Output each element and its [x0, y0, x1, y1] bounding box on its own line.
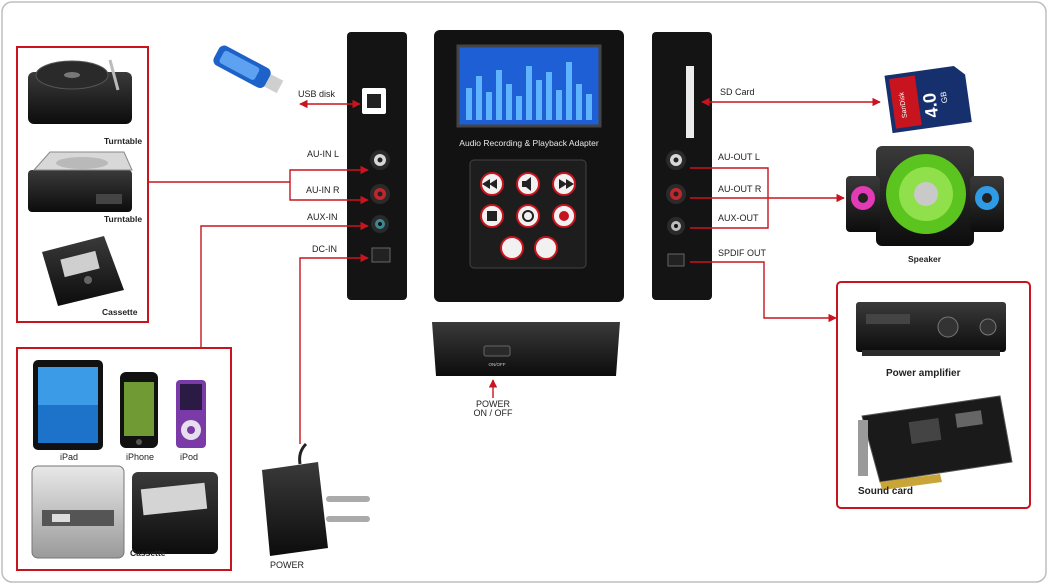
aux-out-link — [690, 198, 769, 229]
speaker-label: Speaker — [908, 254, 942, 264]
device-title: Audio Recording & Playback Adapter — [459, 138, 599, 148]
output-side-panel — [652, 32, 712, 300]
aux-in-link — [200, 221, 369, 348]
usb-disk-label: USB disk — [298, 89, 336, 99]
keypad-button-repeat[interactable] — [516, 204, 540, 228]
keypad-button-forward[interactable] — [552, 172, 576, 196]
power-on-off-label-2: ON / OFF — [474, 408, 513, 418]
portable-sources-frame — [16, 347, 232, 571]
ipod-icon — [176, 380, 206, 448]
iphone-icon — [120, 372, 158, 448]
au-in-r-link — [289, 182, 369, 205]
analog-sources-frame — [16, 46, 149, 323]
keypad-button-record[interactable] — [552, 204, 576, 228]
turntable-2-label: Turntable — [104, 214, 142, 224]
input-side-panel — [347, 32, 407, 300]
spdif-out-label: SPDIF OUT — [718, 248, 767, 258]
recorder-main-unit — [434, 30, 624, 302]
keypad-button-menu[interactable] — [534, 236, 558, 260]
au-in-r-label: AU-IN R — [306, 185, 340, 195]
turntable-1-label: Turntable — [104, 136, 142, 146]
cassette-1-label: Cassette — [102, 307, 138, 317]
aux-in-label: AUX-IN — [307, 212, 338, 222]
sd-card-icon — [884, 65, 972, 134]
sound-card-label: Sound card — [858, 486, 913, 497]
power-on-off-label-1: POWER — [476, 399, 511, 409]
sound-card-icon — [858, 395, 1013, 490]
keypad-button-mode[interactable] — [500, 236, 524, 260]
cassette-2-label: Cassette — [130, 548, 166, 558]
dc-in-label: DC-IN — [312, 244, 337, 254]
power-amplifier-label: Power amplifier — [886, 368, 961, 379]
ipod-label: iPod — [180, 452, 198, 462]
keypad-button-stop[interactable] — [480, 204, 504, 228]
digital-outputs-frame — [836, 281, 1031, 509]
sd-card-brand: SanDisk — [898, 91, 909, 118]
power-amplifier-icon — [856, 302, 1006, 356]
sd-card-unit: GB — [939, 91, 950, 104]
equalizer-bars — [466, 62, 592, 120]
keypad-button-volume[interactable] — [516, 172, 540, 196]
au-out-r-label: AU-OUT R — [718, 184, 762, 194]
usb-stick-icon — [213, 45, 284, 94]
au-out-l-label: AU-OUT L — [718, 152, 760, 162]
au-out-l-link — [690, 167, 769, 198]
dc-in-link — [299, 253, 369, 444]
keypad-button-rewind[interactable] — [480, 172, 504, 196]
cassette-player-2-icon — [31, 465, 218, 559]
cassette-player-1-icon — [42, 236, 124, 306]
sd-card-capacity: 4.0 — [919, 92, 942, 120]
ipad-label: iPad — [60, 452, 78, 462]
spdif-out-link — [690, 261, 837, 323]
ipad-icon — [33, 360, 103, 450]
speaker-icon — [846, 146, 1004, 246]
power-switch-mark: ON/OFF — [489, 362, 506, 367]
aux-out-label: AUX-OUT — [718, 213, 759, 223]
sd-card-label: SD Card — [720, 87, 755, 97]
power-adapter-label: POWER — [270, 560, 305, 570]
power-adapter-icon — [262, 442, 370, 556]
power-switch-unit — [432, 322, 620, 376]
turntable-2-icon — [28, 151, 133, 212]
connection-lines — [148, 97, 881, 444]
iphone-label: iPhone — [126, 452, 154, 462]
au-in-l-label: AU-IN L — [307, 149, 339, 159]
turntable-1-icon — [28, 59, 132, 124]
au-in-l-link — [148, 165, 369, 183]
